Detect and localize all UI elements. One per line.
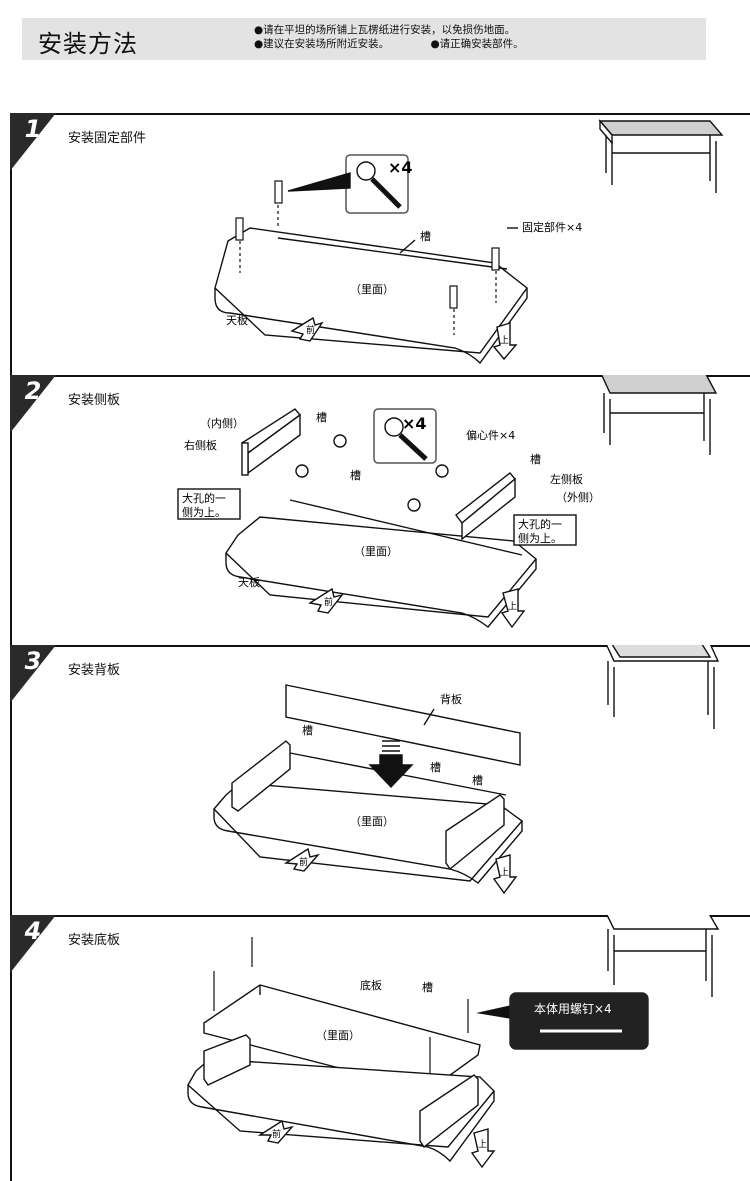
step-number: 3 <box>24 647 42 675</box>
top-board <box>213 752 524 884</box>
up-arrow <box>492 854 518 895</box>
front-label: 前 <box>299 856 308 868</box>
screwdriver-callout <box>373 408 437 464</box>
eccentric-cams <box>295 434 449 512</box>
groove-label-b: 槽 <box>530 453 541 466</box>
step-4: 4 安装底板 <box>10 915 750 1181</box>
quantity-x4: ×4 <box>402 414 427 433</box>
step-number-tab <box>10 375 56 433</box>
groove-label-c: 槽 <box>472 774 483 787</box>
front-arrow <box>290 316 324 342</box>
screwdriver-callout <box>287 154 409 214</box>
back-board-label: 背板 <box>440 692 462 706</box>
step-2-diagram: ×4 （内侧） 槽 右侧板 偏心件×4 槽 槽 左侧板 （外侧） 大孔的一 侧为… <box>177 375 718 629</box>
hole-note-left-line2: 侧为上。 <box>182 506 226 519</box>
groove-label: 槽 <box>422 981 433 994</box>
groove-label-b: 槽 <box>430 761 441 774</box>
step-title: 安装背板 <box>68 663 121 678</box>
step-3-diagram: 背板 槽 槽 槽 （里面） 前 上 <box>213 645 720 895</box>
up-label: 上 <box>500 335 509 346</box>
up-label: 上 <box>500 867 509 878</box>
body-screws <box>213 937 469 1073</box>
hole-note-right-line1: 大孔的一 <box>518 517 562 531</box>
hole-note-right-line2: 侧为上。 <box>518 532 562 545</box>
front-arrow <box>308 587 344 614</box>
top-board-label: 天板 <box>238 575 260 589</box>
up-arrow <box>492 322 518 361</box>
step-title: 安装底板 <box>68 933 121 948</box>
step-4-diagram: 底板 槽 （里面） 本体用螺钉×4 前 上 <box>187 915 720 1169</box>
step-number-tab <box>10 113 56 171</box>
step-2: 2 安装侧板 <box>10 375 750 645</box>
note-flat-surface: ●请在平坦的场所铺上瓦楞纸进行安装，以免损伤地面。 <box>254 24 516 36</box>
left-side-board <box>455 472 516 541</box>
note-assemble-nearby: ●建议在安装场所附近安装。 <box>254 38 390 50</box>
right-side-board <box>241 408 302 476</box>
hole-note-left-line1: 大孔的一 <box>182 491 226 505</box>
table-thumbnail <box>606 915 720 997</box>
eccentric-label: 偏心件×4 <box>466 428 515 442</box>
back-board <box>285 684 521 766</box>
inside-label: （里面） <box>350 815 394 828</box>
left-side-board-label: 左侧板 <box>550 472 583 486</box>
front-label: 前 <box>306 324 315 336</box>
fixing-parts-label: 固定部件×4 <box>522 220 582 234</box>
outer-side-label: （外侧） <box>556 491 600 504</box>
table-thumbnail <box>598 119 724 193</box>
table-thumbnail <box>600 375 718 455</box>
fixing-dowels <box>235 180 500 335</box>
up-label: 上 <box>478 1139 487 1150</box>
groove-label-a: 槽 <box>302 724 313 737</box>
instructions-header: 安装方法 ●请在平坦的场所铺上瓦楞纸进行安装，以免损伤地面。 ●建议在安装场所附… <box>22 18 706 60</box>
up-arrow <box>500 588 526 629</box>
groove-label-c: 槽 <box>350 469 361 482</box>
screw-callout-label: 本体用螺钉×4 <box>534 1002 612 1016</box>
front-label: 前 <box>272 1128 281 1140</box>
top-board <box>214 227 528 365</box>
insert-arrow <box>368 740 414 789</box>
left-side-panel <box>203 1034 251 1086</box>
inside-label: （里面） <box>350 283 394 296</box>
groove-label-a: 槽 <box>316 411 327 424</box>
front-arrow <box>257 1119 294 1144</box>
step-number-tab <box>10 915 56 973</box>
step-number: 4 <box>24 917 42 945</box>
bottom-board <box>203 984 481 1092</box>
step-1: 1 安装固定部件 <box>10 113 750 375</box>
up-arrow <box>470 1128 496 1169</box>
step-1-diagram: ×4 槽 固定部件×4 （里面） 天板 前 上 <box>214 119 724 365</box>
note-correct-parts: ●请正确安装部件。 <box>430 38 524 50</box>
page-title: 安装方法 <box>38 30 138 58</box>
right-side-panel <box>419 1074 479 1149</box>
top-board <box>225 499 537 628</box>
top-board <box>187 1058 495 1163</box>
groove-label: 槽 <box>420 230 431 243</box>
right-side-panel <box>445 794 505 871</box>
step-number: 2 <box>24 377 42 405</box>
inner-side-label: （内侧） <box>200 416 244 430</box>
front-arrow <box>283 847 320 872</box>
step-title: 安装侧板 <box>68 393 121 408</box>
table-thumbnail <box>605 645 720 729</box>
up-label: 上 <box>508 601 517 612</box>
bottom-board-label: 底板 <box>360 978 382 992</box>
step-number-tab <box>10 645 56 703</box>
top-board-label: 天板 <box>226 313 248 327</box>
quantity-x4: ×4 <box>388 158 413 177</box>
front-label: 前 <box>324 596 333 608</box>
inside-label: （里面） <box>316 1029 360 1042</box>
step-number: 1 <box>24 115 42 143</box>
right-side-board-label: 右侧板 <box>184 438 217 452</box>
inside-label: （里面） <box>354 545 398 558</box>
hole-note-boxes <box>177 488 577 546</box>
header-notes: ●请在平坦的场所铺上瓦楞纸进行安装，以免损伤地面。 ●建议在安装场所附近安装。 … <box>254 23 524 51</box>
step-title: 安装固定部件 <box>68 131 147 146</box>
step-3: 3 安装背板 <box>10 645 750 915</box>
left-side-panel <box>231 740 291 812</box>
screw-callout <box>476 992 649 1050</box>
